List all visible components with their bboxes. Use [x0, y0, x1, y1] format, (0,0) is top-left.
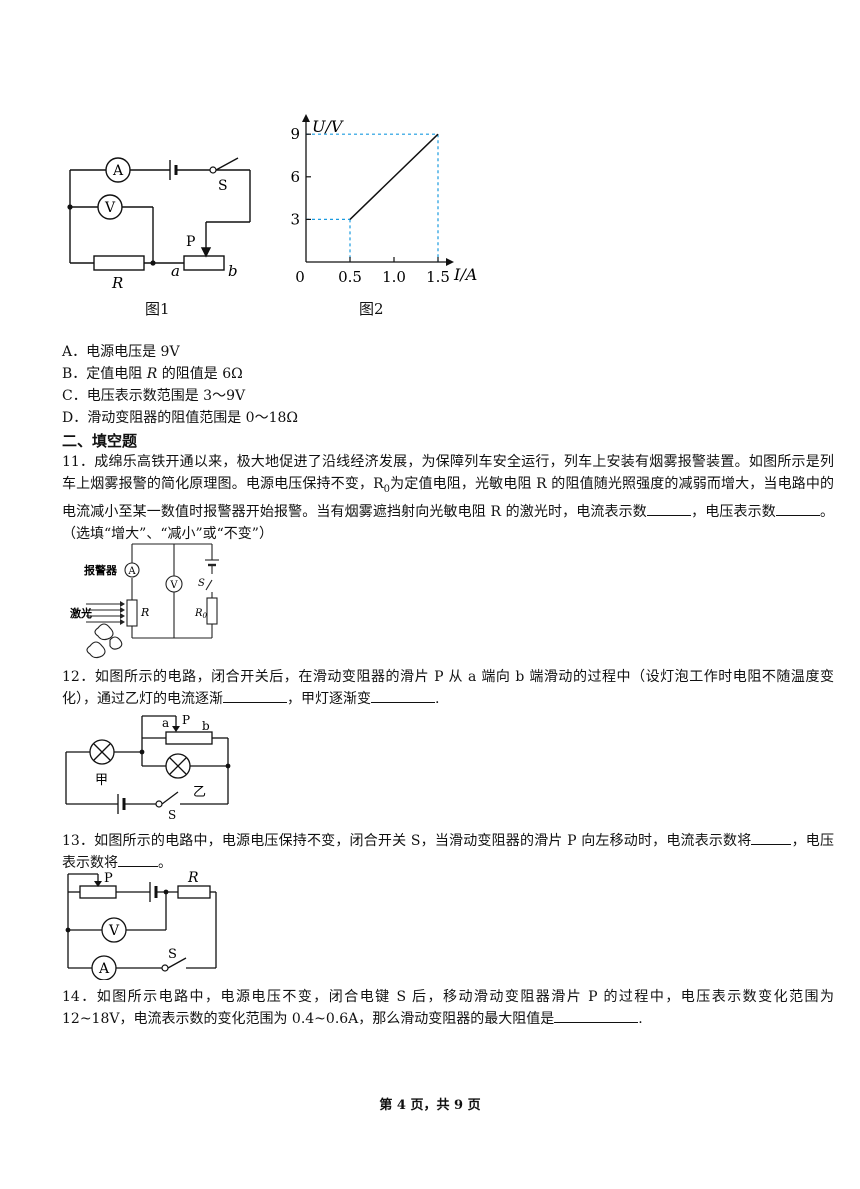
q13-circuit-figure: V A P R S — [65, 870, 217, 980]
figure-2-caption: 图2 — [359, 300, 384, 318]
q13-switch-label: S — [168, 947, 177, 962]
voltmeter-label: V — [104, 200, 116, 216]
option-a: A．电源电压是 9V — [62, 344, 180, 360]
q11-circuit-figure: A V 报警器 激光 R S R0 — [70, 543, 219, 659]
q14-text-2: . — [638, 1011, 643, 1027]
series-line-segment — [349, 133, 439, 220]
q11-voltmeter-label: V — [169, 580, 178, 591]
q12-p-label: P — [182, 713, 190, 727]
q11-alarm-label: 报警器 — [84, 563, 118, 577]
option-d: D．滑动变阻器的阻值范围是 0～18Ω — [62, 410, 299, 426]
figure-1-caption: 图1 — [145, 300, 170, 318]
q12-circuit-figure: 甲 乙 S a P b — [65, 713, 231, 820]
q11-resistor-label: R — [140, 606, 149, 619]
q11-ammeter-label: A — [127, 566, 136, 577]
q13-text-2: ，电压表示数将 — [62, 833, 834, 871]
q12-text-1: 12．如图所示的电路，闭合开关后，在滑动变阻器的滑片 P 从 a 端向 b 端滑… — [62, 669, 834, 707]
q11-r0-label: R0 — [194, 608, 208, 620]
q11-blank-1[interactable] — [646, 501, 691, 516]
resistor-label: R — [111, 274, 123, 292]
q12-b-label: b — [202, 719, 210, 733]
q13-ammeter-label: A — [98, 961, 110, 977]
lamp-jia-icon — [89, 739, 115, 765]
q13-voltmeter-label: V — [108, 923, 120, 939]
section-title: 二、填空题 — [62, 432, 138, 450]
q12-switch-label: S — [168, 808, 176, 820]
q13-r-label: R — [187, 870, 199, 886]
end-b-label: b — [228, 262, 238, 280]
q13-blank-2[interactable] — [118, 852, 158, 867]
q12-a-label: a — [162, 716, 169, 730]
figure-2-chart: U/V I/A 0 3 6 9 0.5 1.0 1.5 — [290, 114, 477, 286]
y-axis-label: U/V — [312, 117, 344, 136]
q12-text-2: ，甲灯逐渐变 — [287, 691, 371, 707]
origin-label: 0 — [295, 268, 305, 286]
question-13: 13．如图所示的电路中，电源电压保持不变，闭合开关 S，当滑动变阻器的滑片 P … — [62, 830, 834, 874]
q11-r0-sub: 0 — [203, 612, 208, 620]
q11-text-1: 11．成绵乐高铁开通以来，极大地促进了沿线经济发展，为保障列车安全运行，列车上安… — [62, 454, 749, 470]
voltmeter-icon — [97, 194, 123, 220]
q12-text-3: . — [435, 691, 440, 707]
q13-blank-1[interactable] — [751, 830, 792, 845]
end-a-label: a — [171, 262, 180, 280]
ammeter-label: A — [112, 163, 124, 179]
y-tick-label: 9 — [290, 125, 300, 143]
q11-blank-2[interactable] — [775, 501, 820, 516]
q12-yi-label: 乙 — [193, 785, 206, 800]
page-footer: 第 4 页，共 9 页 — [379, 1098, 481, 1113]
q12-blank-1[interactable] — [223, 688, 287, 703]
q13-p-label: P — [104, 871, 113, 886]
question-14: 14．如图所示电路中，电源电压不变，闭合电键 S 后，移动滑动变阻器滑片 P 的… — [62, 986, 834, 1030]
q13-text-3: 。 — [158, 855, 172, 871]
q11-text-3: 为定值电阻，光敏电阻 R 的阻值随光照强度的减弱而增大，当电路中的电流减小至某一… — [62, 476, 834, 520]
y-tick-label: 3 — [290, 210, 300, 228]
lamp-yi-icon — [165, 753, 191, 779]
q11-laser-label: 激光 — [70, 606, 92, 620]
q11-r0-main: R — [194, 608, 203, 619]
x-tick-label: 0.5 — [338, 268, 362, 286]
q11-subscript: 0 — [383, 483, 391, 495]
y-tick-label: 6 — [290, 168, 300, 186]
option-b-text: B．定值电阻 — [62, 366, 147, 382]
q11-text-2: 如图所示是列车上烟雾报警的简化原理图。电源电压保持不变，R — [62, 454, 835, 492]
question-11: 11．成绵乐高铁开通以来，极大地促进了沿线经济发展，为保障列车安全运行，列车上安… — [62, 451, 834, 545]
q14-text-1: 14．如图所示电路中，电源电压不变，闭合电键 S 后，移动滑动变阻器滑片 P 的… — [62, 989, 834, 1027]
option-b-var: R — [146, 366, 158, 382]
q12-blank-2[interactable] — [371, 688, 435, 703]
x-tick-label: 1.5 — [426, 268, 450, 286]
q11-switch-label: S — [198, 578, 205, 589]
switch-label: S — [218, 178, 228, 194]
q14-blank-1[interactable] — [554, 1008, 639, 1023]
x-tick-label: 1.0 — [382, 268, 406, 286]
q11-text-5: 。（选填“增大”、“减小”或“不变”） — [62, 503, 835, 542]
option-b: B．定值电阻 R 的阻值是 6Ω — [62, 363, 243, 385]
slider-label: P — [186, 234, 195, 250]
question-12: 12．如图所示的电路，闭合开关后，在滑动变阻器的滑片 P 从 a 端向 b 端滑… — [62, 666, 834, 710]
x-axis-label: I/A — [453, 265, 477, 284]
ammeter-icon — [105, 157, 131, 183]
option-b-text-end: 的阻值是 6Ω — [157, 366, 243, 382]
option-c: C．电压表示数范围是 3～9V — [62, 388, 246, 404]
q13-text-1: 13．如图所示的电路中，电源电压保持不变，闭合开关 S，当滑动变阻器的滑片 P … — [62, 833, 752, 849]
figure-1-circuit: A V S P R a b — [67, 157, 251, 292]
q11-text-4: ，电压表示数 — [690, 503, 776, 520]
q12-jia-label: 甲 — [95, 773, 108, 788]
